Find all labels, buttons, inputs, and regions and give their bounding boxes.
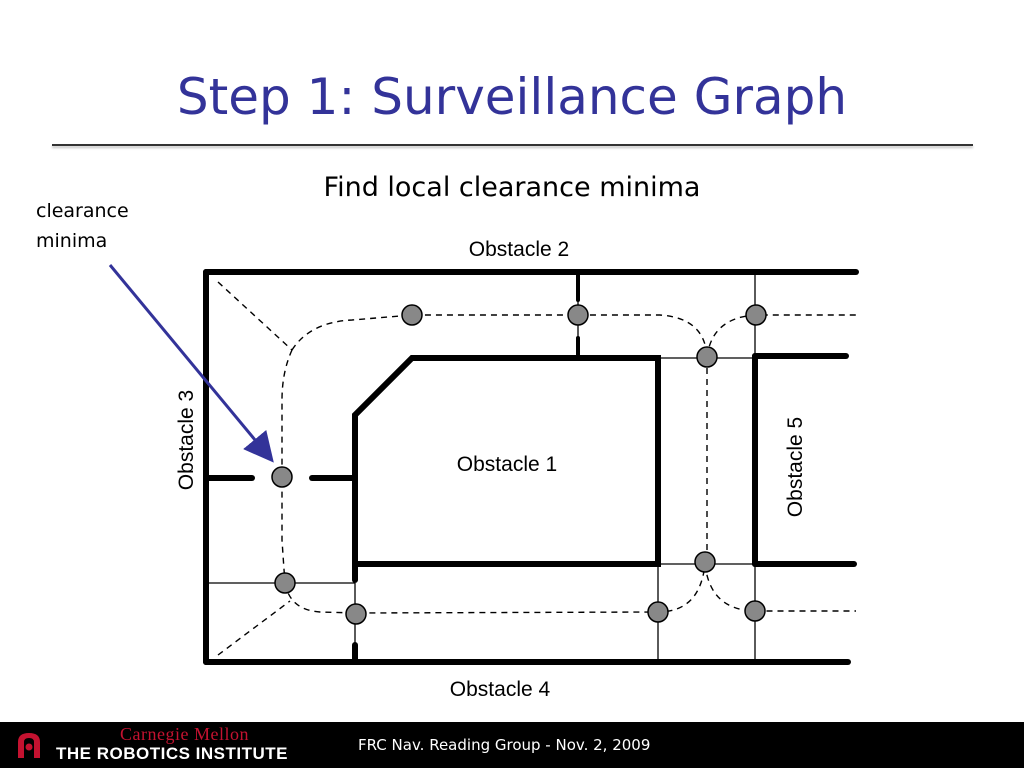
- node: [401, 304, 423, 326]
- footer-bar: Carnegie Mellon THE ROBOTICS INSTITUTE F…: [0, 722, 1024, 768]
- obstacle-5-label: Obstacle 5: [784, 417, 807, 517]
- slide-title: Step 1: Surveillance Graph: [176, 68, 848, 126]
- carnegie-mellon-wordmark: Carnegie Mellon: [120, 724, 249, 744]
- obstacle-1-label: Obstacle 1: [457, 453, 557, 476]
- obstacle-3-label: Obstacle 3: [175, 390, 198, 490]
- node: [647, 601, 669, 623]
- node: [274, 572, 296, 594]
- note-line-2: minima: [36, 230, 108, 252]
- clearance-minima-arrow: [108, 264, 274, 463]
- slide-subtitle: Find local clearance minima: [323, 172, 701, 203]
- clearance-minima-note: clearance minima: [36, 196, 129, 256]
- clearance-minima-nodes: [271, 304, 767, 625]
- obstacle-1-wall: [352, 355, 661, 583]
- node: [567, 304, 589, 326]
- node: [696, 346, 718, 368]
- obstacle-2-label: Obstacle 2: [469, 238, 569, 261]
- robotics-institute-wordmark: THE ROBOTICS INSTITUTE: [56, 744, 288, 763]
- node: [744, 600, 766, 622]
- node: [271, 466, 293, 488]
- node: [345, 603, 367, 625]
- note-line-1: clearance: [36, 200, 129, 222]
- robotics-institute-logo-icon: [18, 733, 40, 758]
- footer-caption: FRC Nav. Reading Group - Nov. 2, 2009: [358, 736, 651, 754]
- obstacle-walls: [203, 269, 859, 665]
- node: [745, 304, 767, 326]
- node: [694, 551, 716, 573]
- title-divider: [52, 144, 973, 146]
- obstacle-4-label: Obstacle 4: [450, 678, 551, 701]
